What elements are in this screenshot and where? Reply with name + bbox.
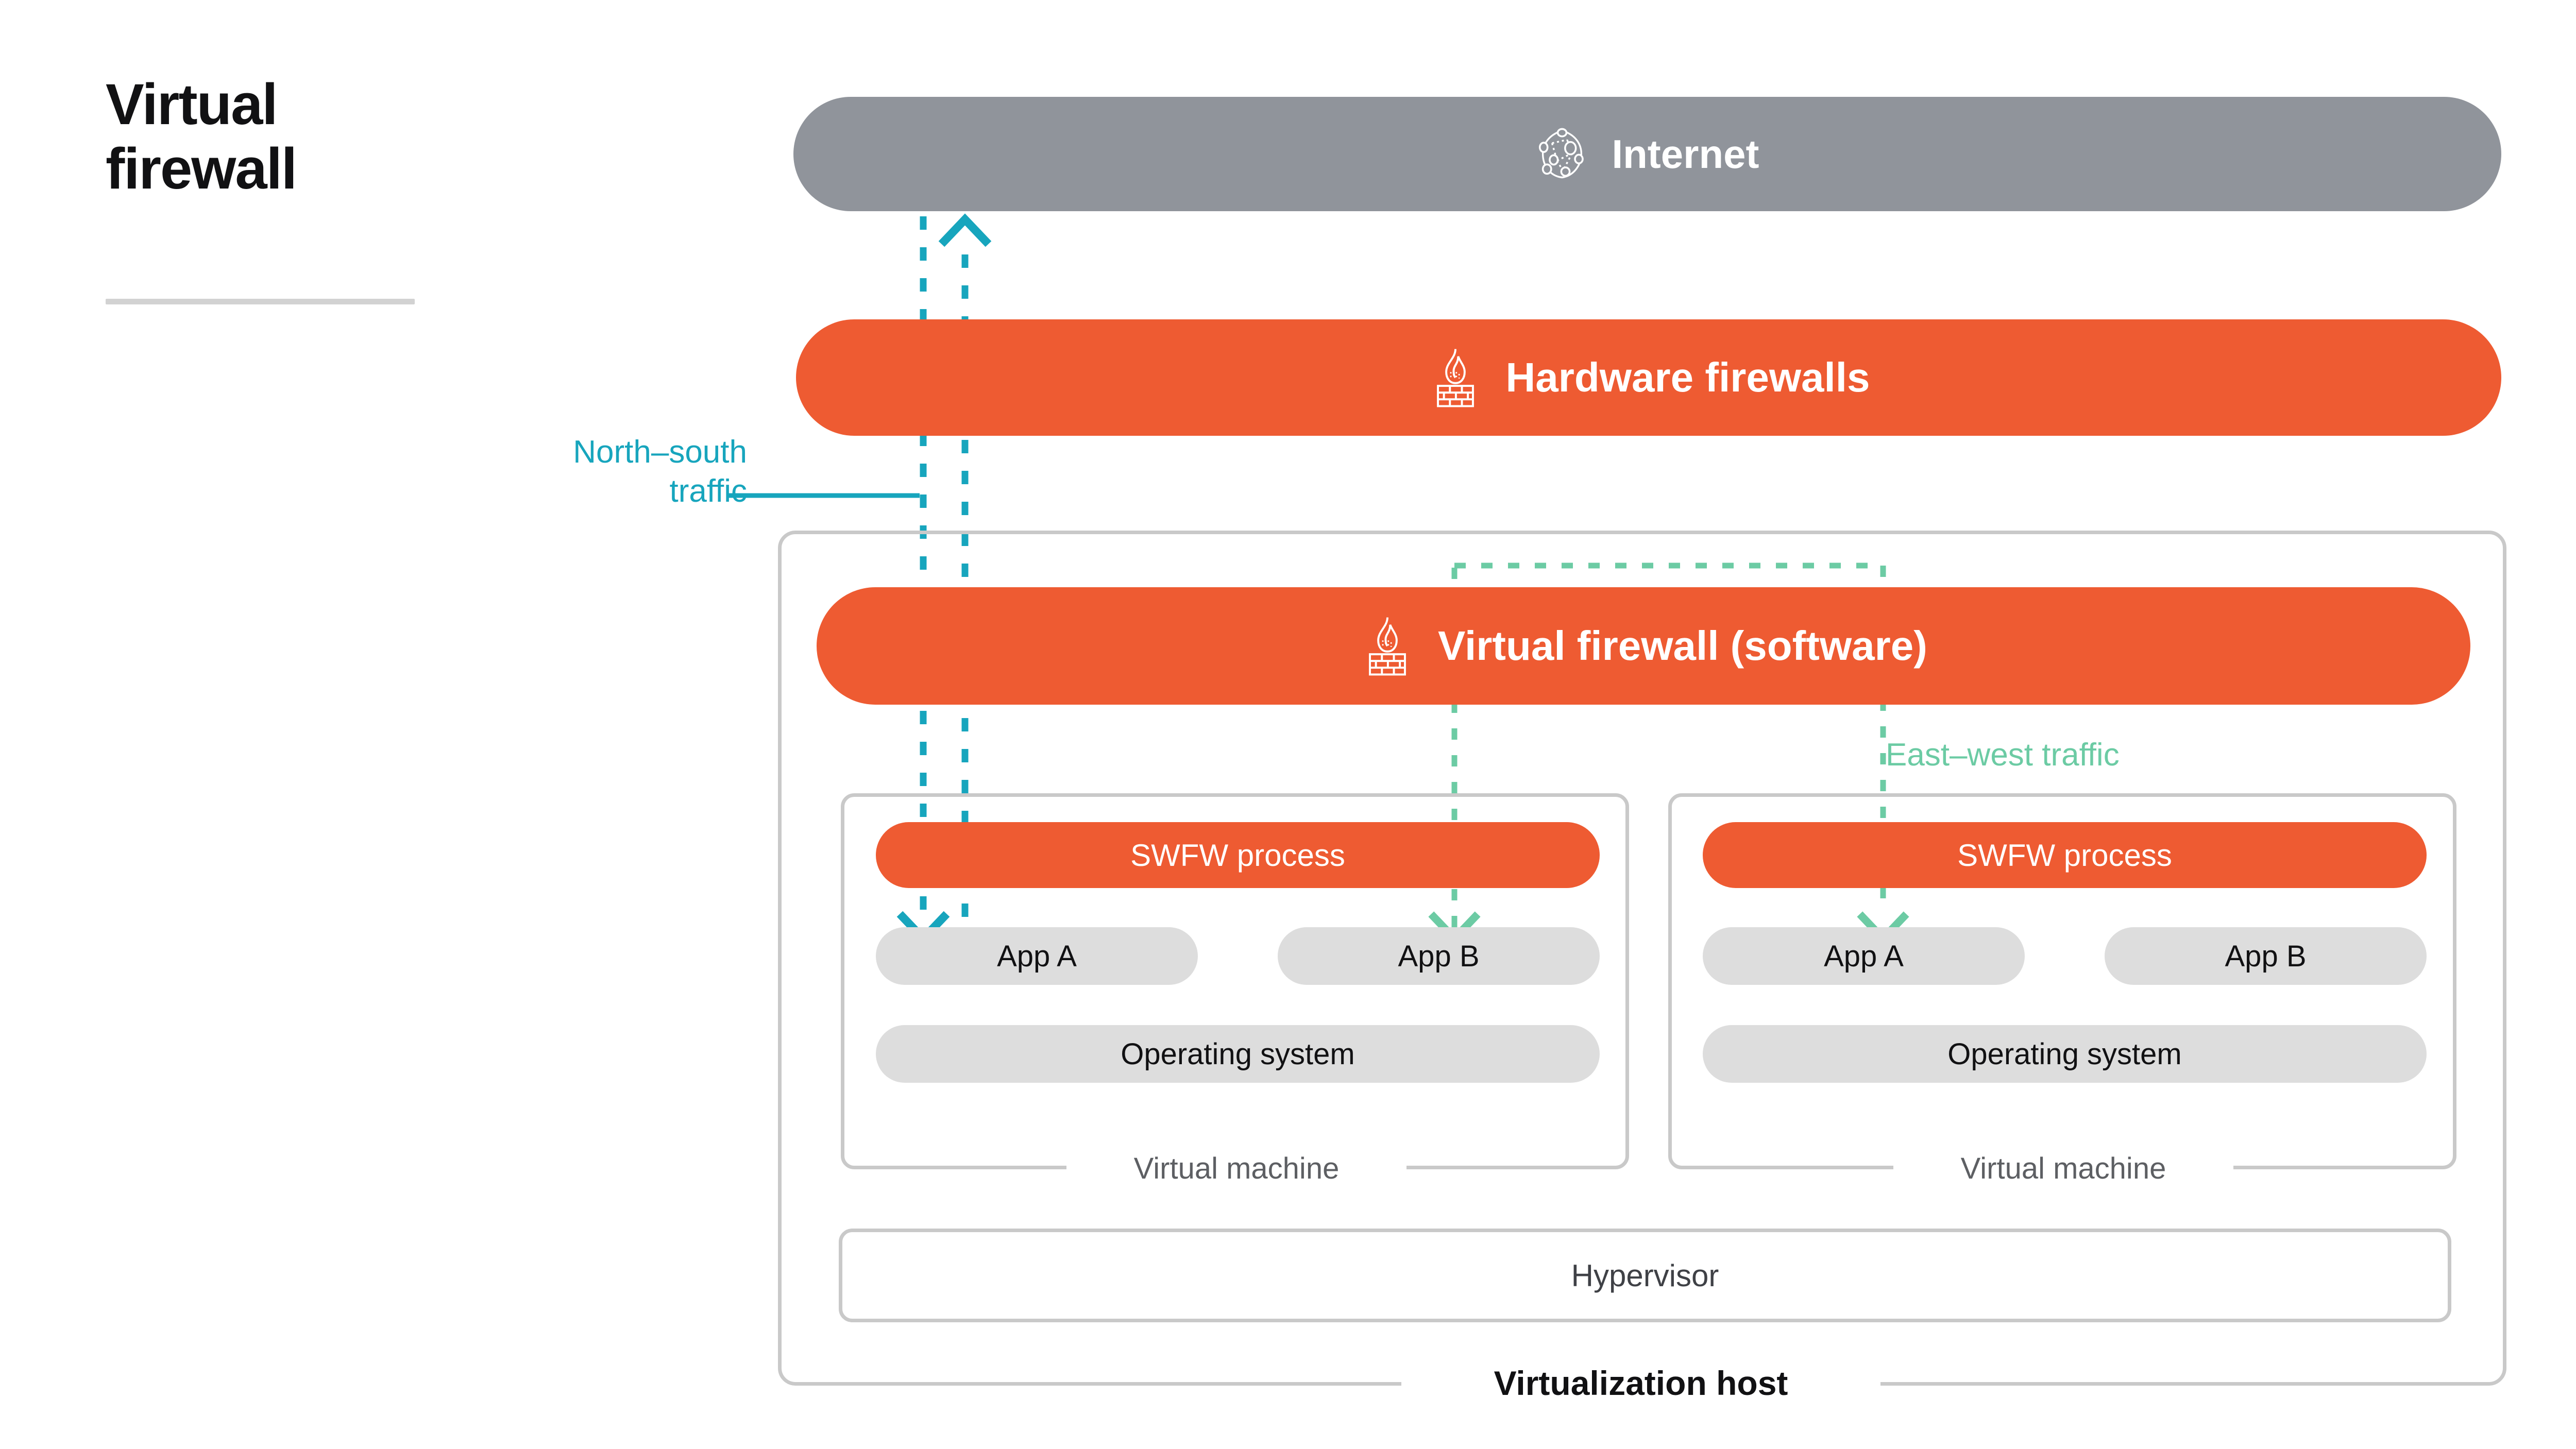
vm2-operating-system-pill[interactable]: Operating system: [1703, 1025, 2427, 1083]
north-south-traffic-label-line-1: North–south: [573, 434, 747, 470]
hardware-firewalls-bar-label: Hardware firewalls: [1505, 354, 1870, 400]
hardware-firewalls-bar[interactable]: Hardware firewalls: [796, 319, 2501, 436]
page-title-line-2: firewall: [106, 137, 297, 201]
north-south-traffic-label: North–south traffic: [355, 433, 747, 510]
north-south-traffic-label-line-2: traffic: [669, 473, 747, 509]
page-title: Virtual firewall: [106, 72, 425, 201]
vm2-swfw-process-pill[interactable]: SWFW process: [1703, 822, 2427, 888]
east-west-traffic-label: East–west traffic: [1886, 737, 2120, 773]
vm1-app-a-pill[interactable]: App A: [876, 927, 1198, 985]
vm1-swfw-process-pill[interactable]: SWFW process: [876, 822, 1600, 888]
page-title-line-1: Virtual: [106, 72, 278, 137]
virtual-firewall-software-bar[interactable]: Virtual firewall (software): [817, 587, 2470, 705]
internet-bar[interactable]: Internet: [793, 97, 2501, 211]
title-divider-rule: [106, 299, 415, 304]
vm1-app-b-pill[interactable]: App B: [1278, 927, 1600, 985]
virtualization-host-label-mask: [1401, 1362, 1880, 1409]
vm2-app-b-pill[interactable]: App B: [2105, 927, 2427, 985]
virtual-machine-2-label-mask: [1893, 1150, 2233, 1187]
virtual-firewall-bar-label: Virtual firewall (software): [1438, 623, 1927, 669]
vm2-app-a-pill[interactable]: App A: [1703, 927, 2025, 985]
firewall-flame-brick-icon: [1360, 616, 1415, 676]
internet-bar-label: Internet: [1612, 131, 1759, 177]
page-title-block: Virtual firewall: [106, 72, 425, 201]
virtual-machine-2-label: Virtual machine: [1960, 1151, 2166, 1185]
virtualization-host-label: Virtualization host: [1494, 1364, 1788, 1402]
virtual-machine-1-label: Virtual machine: [1133, 1151, 1340, 1185]
globe-network-icon: [1535, 127, 1589, 181]
hypervisor-box[interactable]: Hypervisor: [839, 1229, 2451, 1322]
vm1-operating-system-pill[interactable]: Operating system: [876, 1025, 1600, 1083]
firewall-flame-brick-icon: [1428, 347, 1483, 408]
virtual-machine-1-label-mask: [1066, 1150, 1406, 1187]
north-south-up-arrowhead: [938, 213, 992, 247]
